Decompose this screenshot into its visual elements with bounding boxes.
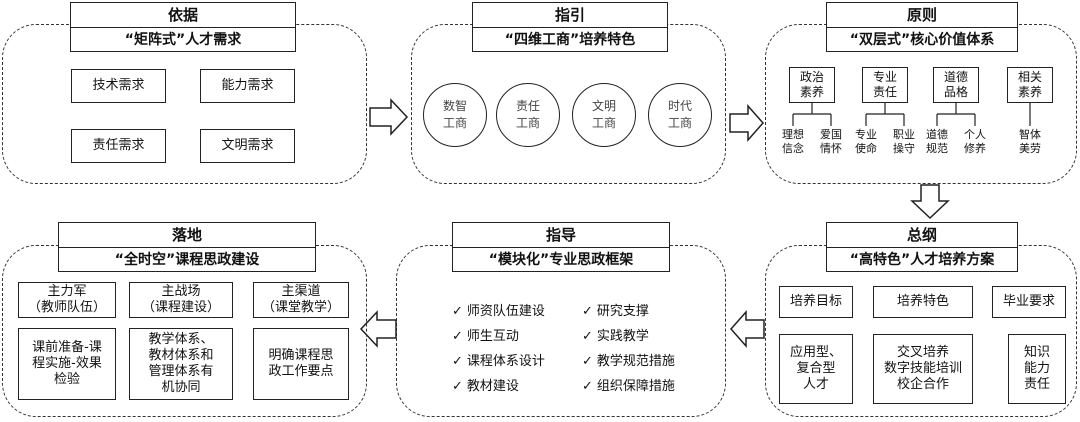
header-teachers: 主力军 （教师队伍） — [18, 282, 116, 318]
content-goal: 应用型、 复合型 人才 — [779, 334, 853, 404]
content-feature: 交叉培养 数字技能培训 校企合作 — [873, 334, 973, 404]
luodi-subtitle: “全时空”课程思政建设 — [114, 252, 260, 269]
circle-civility: 文明 工商 — [572, 83, 636, 147]
yuanze-subtitle: “双层式”核心价值体系 — [849, 32, 995, 49]
zonggang-subtitle: “高特色”人才培养方案 — [849, 252, 995, 269]
check-item: ✓教学规范措施 — [582, 354, 675, 369]
need-civility: 文明需求 — [200, 129, 295, 163]
zhidao-title: 指导 — [453, 223, 669, 248]
group-related: 相关 素养 — [1007, 67, 1053, 103]
header-goal: 培养目标 — [779, 286, 853, 318]
sub-ethics: 职业 操守 — [893, 128, 915, 155]
zhiyin-title: 指引 — [473, 3, 667, 28]
zhidao-subtitle: “模块化”专业思政框架 — [488, 252, 634, 269]
group-moral: 道德 品格 — [933, 67, 979, 103]
group-political: 政治 素养 — [789, 67, 835, 103]
need-tech: 技术需求 — [71, 69, 166, 103]
sub-personal: 个人 修养 — [964, 128, 986, 155]
check-icon: ✓ — [582, 329, 593, 344]
arrow-right-icon — [369, 98, 409, 136]
sub-all-round: 智体 美劳 — [1019, 128, 1041, 155]
zhiyin-title-box: 指引 “四维工商”培养特色 — [472, 2, 668, 52]
header-feature: 培养特色 — [873, 286, 973, 318]
arrow-left-icon — [729, 310, 765, 348]
yuanze-title-box: 原则 “双层式”核心价值体系 — [826, 2, 1018, 52]
arrow-right-icon — [729, 104, 765, 142]
sub-patriotism: 爱国 情怀 — [820, 128, 842, 155]
sub-moral-norm: 道德 规范 — [926, 128, 948, 155]
zonggang-title-box: 总纲 “高特色”人才培养方案 — [826, 222, 1018, 272]
sub-mission: 专业 使命 — [855, 128, 877, 155]
yuanze-title: 原则 — [827, 3, 1017, 28]
zhidao-title-box: 指导 “模块化”专业思政框架 — [452, 222, 670, 272]
check-icon: ✓ — [582, 304, 593, 319]
circle-responsibility: 责任 工商 — [496, 83, 560, 147]
check-icon: ✓ — [582, 354, 593, 369]
header-courses: 主战场 （课程建设） — [129, 282, 233, 318]
check-icon: ✓ — [582, 379, 593, 394]
check-item: ✓实践教学 — [582, 329, 649, 344]
content-classroom: 明确课程思 政工作要点 — [253, 328, 349, 400]
yiju-subtitle: “矩阵式”人才需求 — [124, 32, 242, 49]
check-item: ✓课程体系设计 — [452, 354, 545, 369]
luodi-title: 落地 — [59, 223, 315, 248]
luodi-title-box: 落地 “全时空”课程思政建设 — [58, 222, 316, 272]
group-professional: 专业 责任 — [862, 67, 908, 103]
check-item: ✓研究支撑 — [582, 304, 649, 319]
arrow-left-icon — [359, 310, 397, 348]
check-icon: ✓ — [452, 329, 463, 344]
check-icon: ✓ — [452, 354, 463, 369]
zhiyin-subtitle: “四维工商”培养特色 — [504, 32, 636, 49]
header-grad: 毕业要求 — [992, 286, 1066, 318]
content-teachers: 课前准备-课 程实施-效果 检验 — [18, 328, 116, 400]
content-courses: 教学体系、 教材体系和 管理体系有 机协同 — [129, 328, 233, 400]
sub-ideal: 理想 信念 — [782, 128, 804, 155]
circle-digital: 数智 工商 — [423, 83, 487, 147]
arrow-down-icon — [910, 184, 950, 220]
content-grad: 知识 能力 责任 — [1008, 334, 1066, 404]
need-ability: 能力需求 — [200, 69, 295, 103]
need-responsibility: 责任需求 — [71, 129, 166, 163]
check-icon: ✓ — [452, 379, 463, 394]
yiju-title-box: 依据 “矩阵式”人才需求 — [70, 2, 296, 52]
yuanze-tree-lines — [792, 102, 1031, 126]
check-item: ✓师资队伍建设 — [452, 304, 545, 319]
check-icon: ✓ — [452, 304, 463, 319]
circle-era: 时代 工商 — [648, 83, 712, 147]
check-item: ✓师生互动 — [452, 329, 519, 344]
header-classroom: 主渠道 （课堂教学） — [253, 282, 349, 318]
check-item: ✓组织保障措施 — [582, 379, 675, 394]
yiju-title: 依据 — [71, 3, 295, 28]
zonggang-title: 总纲 — [827, 223, 1017, 248]
check-item: ✓教材建设 — [452, 379, 519, 394]
